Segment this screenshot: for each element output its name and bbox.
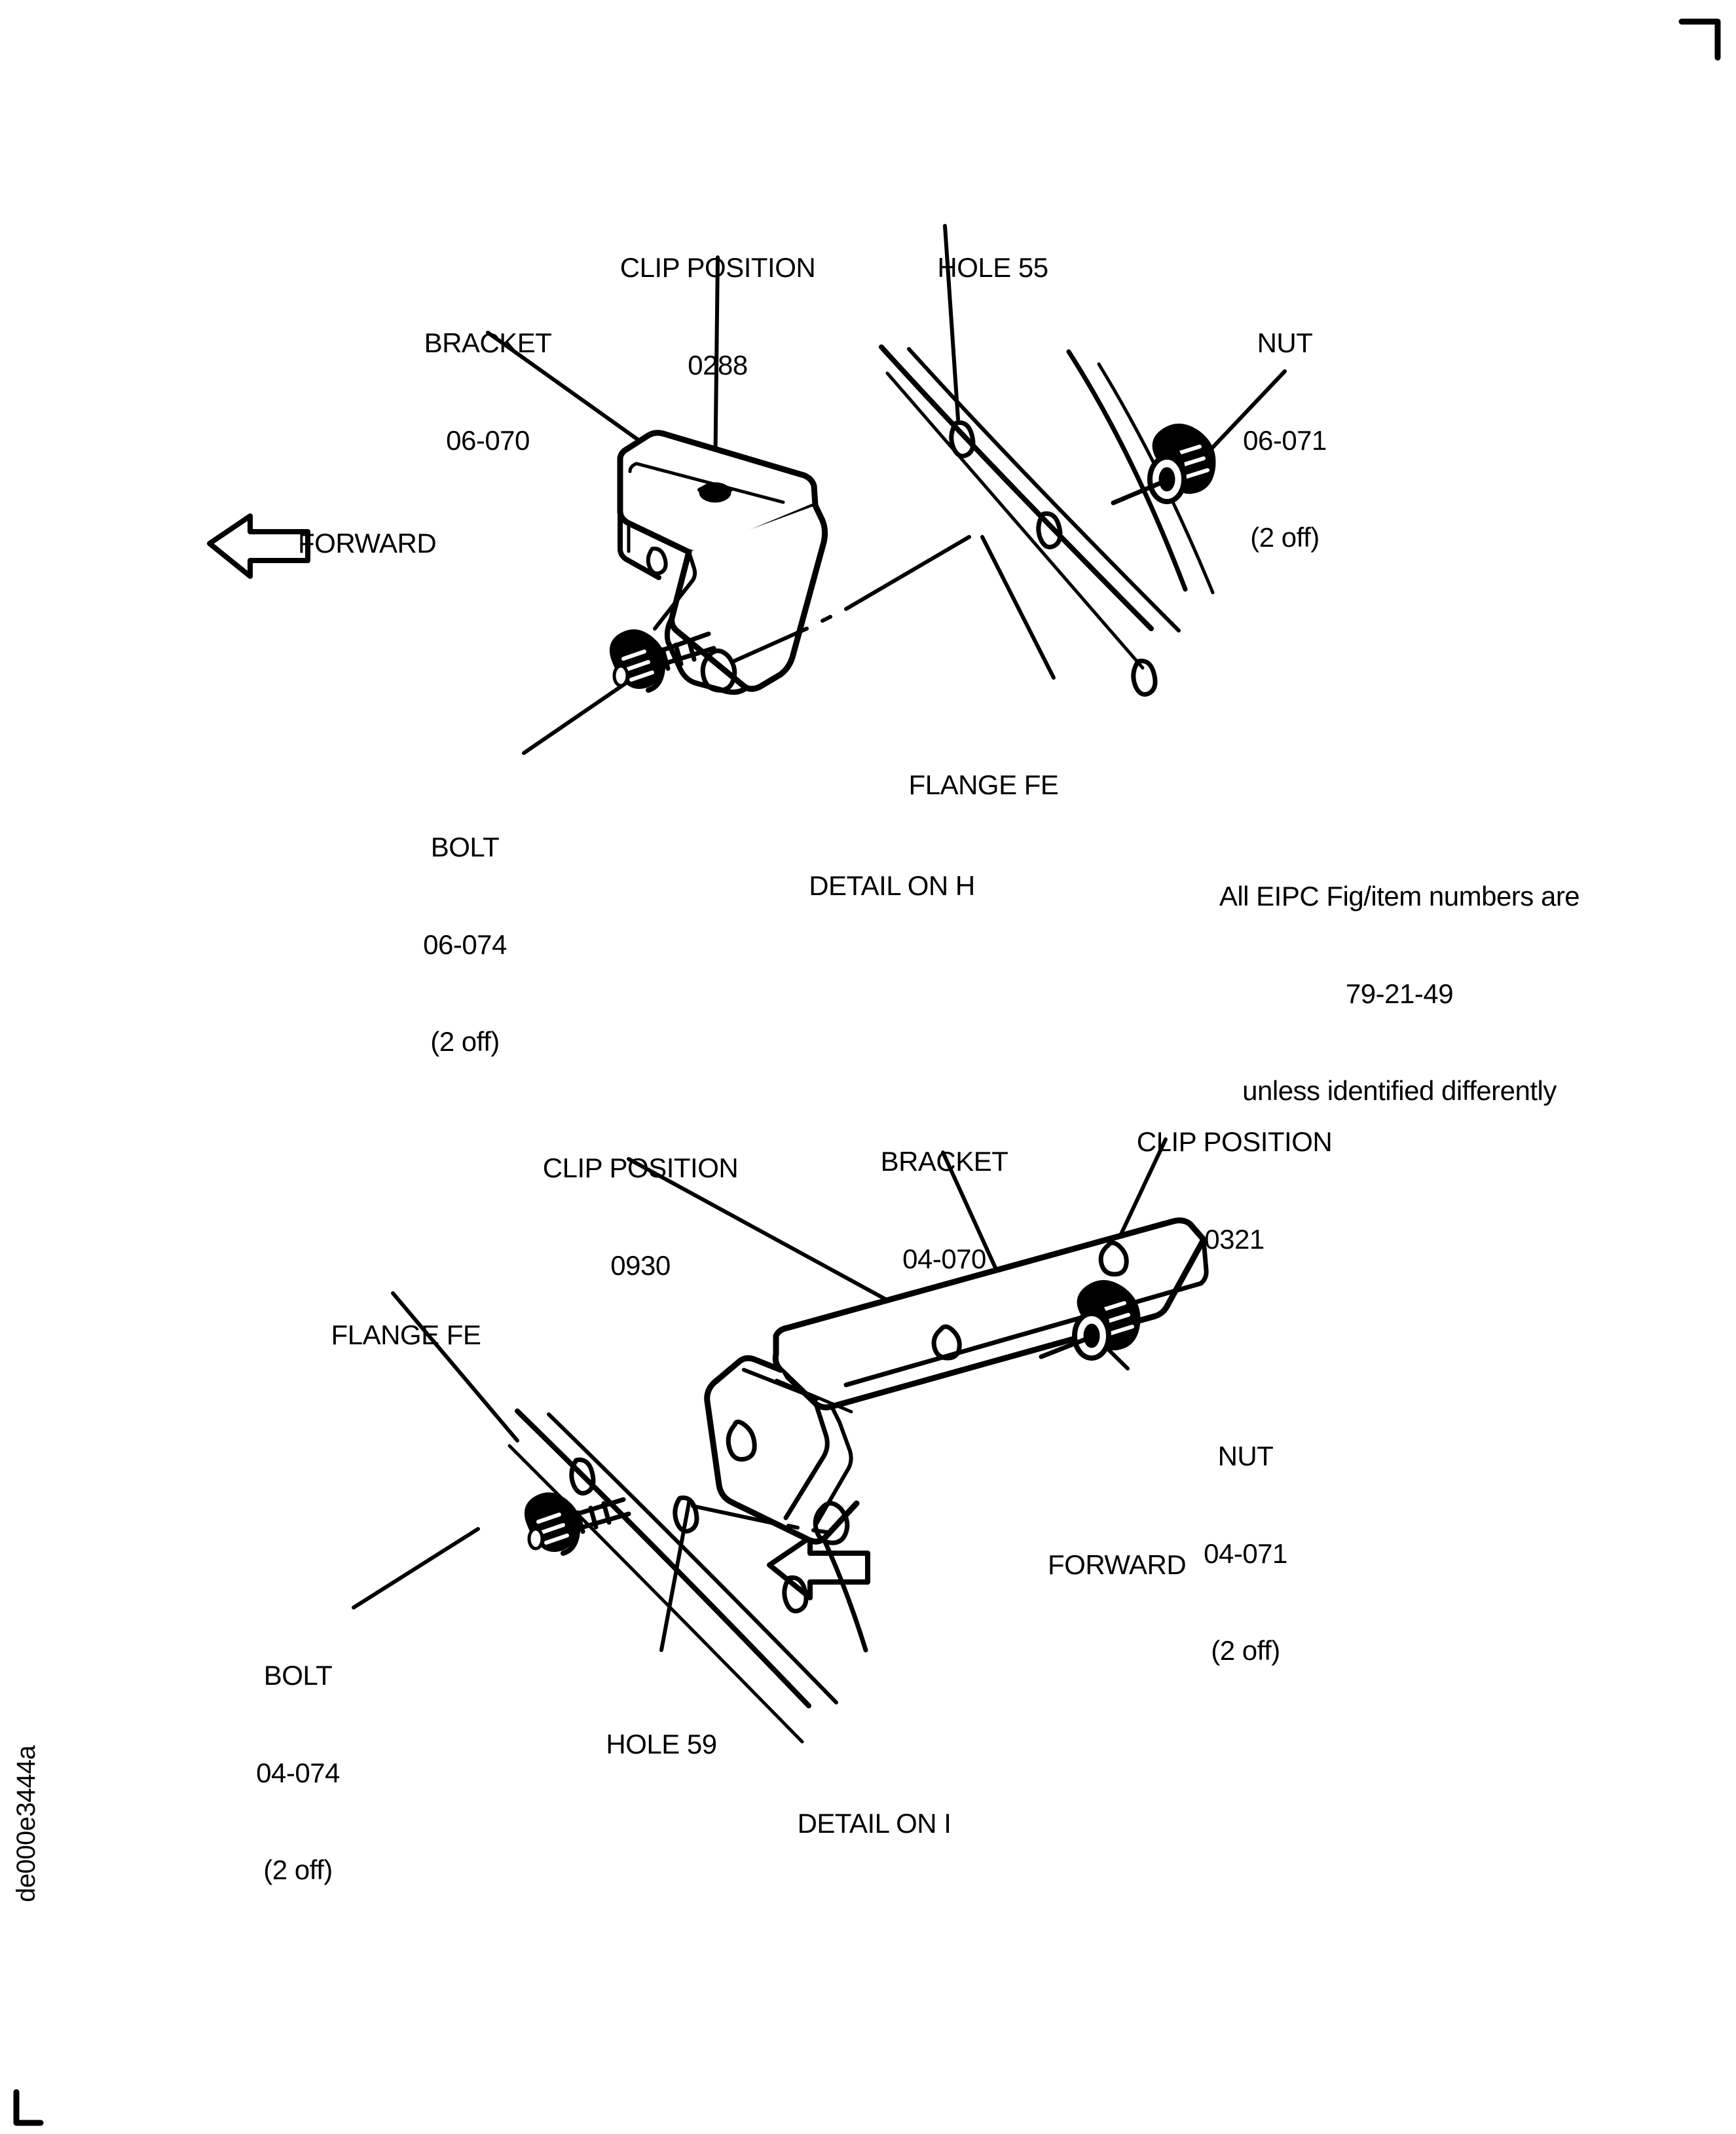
flange-edge-i-1 <box>515 1408 811 1708</box>
label-bracket-h: BRACKET 06-070 <box>424 327 552 456</box>
label-flange-h: FLANGE FE <box>908 769 1059 801</box>
flange-edge-i-4 <box>770 1441 868 1653</box>
label-bolt-i: BOLT 04-074 (2 off) <box>256 1660 340 1886</box>
bracket-clip-hole-h <box>697 482 733 503</box>
forward-arrow-icon-i <box>767 1535 870 1600</box>
detail-caption-i: DETAIL ON I <box>797 1808 951 1839</box>
flange-holes-h <box>949 420 1158 697</box>
bracket-body-h <box>617 430 828 695</box>
nut-part-i <box>1039 1280 1141 1361</box>
label-hole-h: HOLE 55 <box>937 252 1048 284</box>
label-hole-i: HOLE 59 <box>606 1729 717 1760</box>
forward-arrow-icon-h <box>207 513 310 579</box>
bracket-side-hole-h <box>646 546 668 576</box>
leader-hole-i <box>659 1498 692 1652</box>
flange-edge-h-2 <box>907 347 1181 633</box>
label-clip-position-left-i: CLIP POSITION 0930 <box>542 1152 739 1281</box>
eipc-note: All EIPC Fig/item numbers are 79-21-49 u… <box>1219 881 1580 1107</box>
leader-flange-h <box>980 535 1056 680</box>
label-clip-position-h: CLIP POSITION 0288 <box>619 252 816 380</box>
bolt-part-i <box>525 1492 631 1556</box>
forward-label-i: FORWARD <box>1048 1549 1187 1580</box>
corner-mark-icon <box>1678 18 1721 61</box>
bracket-bolt-hole-h <box>700 648 737 693</box>
flange-edge-i-2 <box>547 1412 838 1704</box>
flange-edge-h-5 <box>1097 362 1215 595</box>
label-bolt-h: BOLT 06-074 (2 off) <box>423 832 507 1058</box>
bolt-part-h <box>610 629 716 693</box>
figure-code: de000e3444a <box>12 1745 41 1902</box>
centre-axis-i <box>691 1504 830 1534</box>
label-flange-i: FLANGE FE <box>331 1319 481 1351</box>
flange-edge-h-3 <box>885 371 1145 670</box>
leader-nut-i <box>1046 1288 1130 1371</box>
flange-edge-h-4 <box>1066 349 1188 592</box>
label-nut-h: NUT 06-071 (2 off) <box>1243 327 1327 553</box>
flange-holes-i <box>569 1457 809 1613</box>
centre-axis-h <box>731 535 971 663</box>
leader-bolt-i <box>352 1527 480 1610</box>
label-clip-position-right-i: CLIP POSITION 0321 <box>1136 1126 1333 1255</box>
label-bracket-i: BRACKET 04-070 <box>880 1146 1008 1274</box>
leader-bolt-h <box>522 671 642 755</box>
label-nut-i: NUT 04-071 (2 off) <box>1204 1441 1287 1666</box>
nut-part-h <box>1111 424 1216 506</box>
corner-mark-bottom-icon <box>13 2089 44 2126</box>
detail-caption-h: DETAIL ON H <box>809 870 975 901</box>
flange-edge-h-1 <box>879 344 1154 631</box>
forward-label-h: FORWARD <box>298 528 437 559</box>
